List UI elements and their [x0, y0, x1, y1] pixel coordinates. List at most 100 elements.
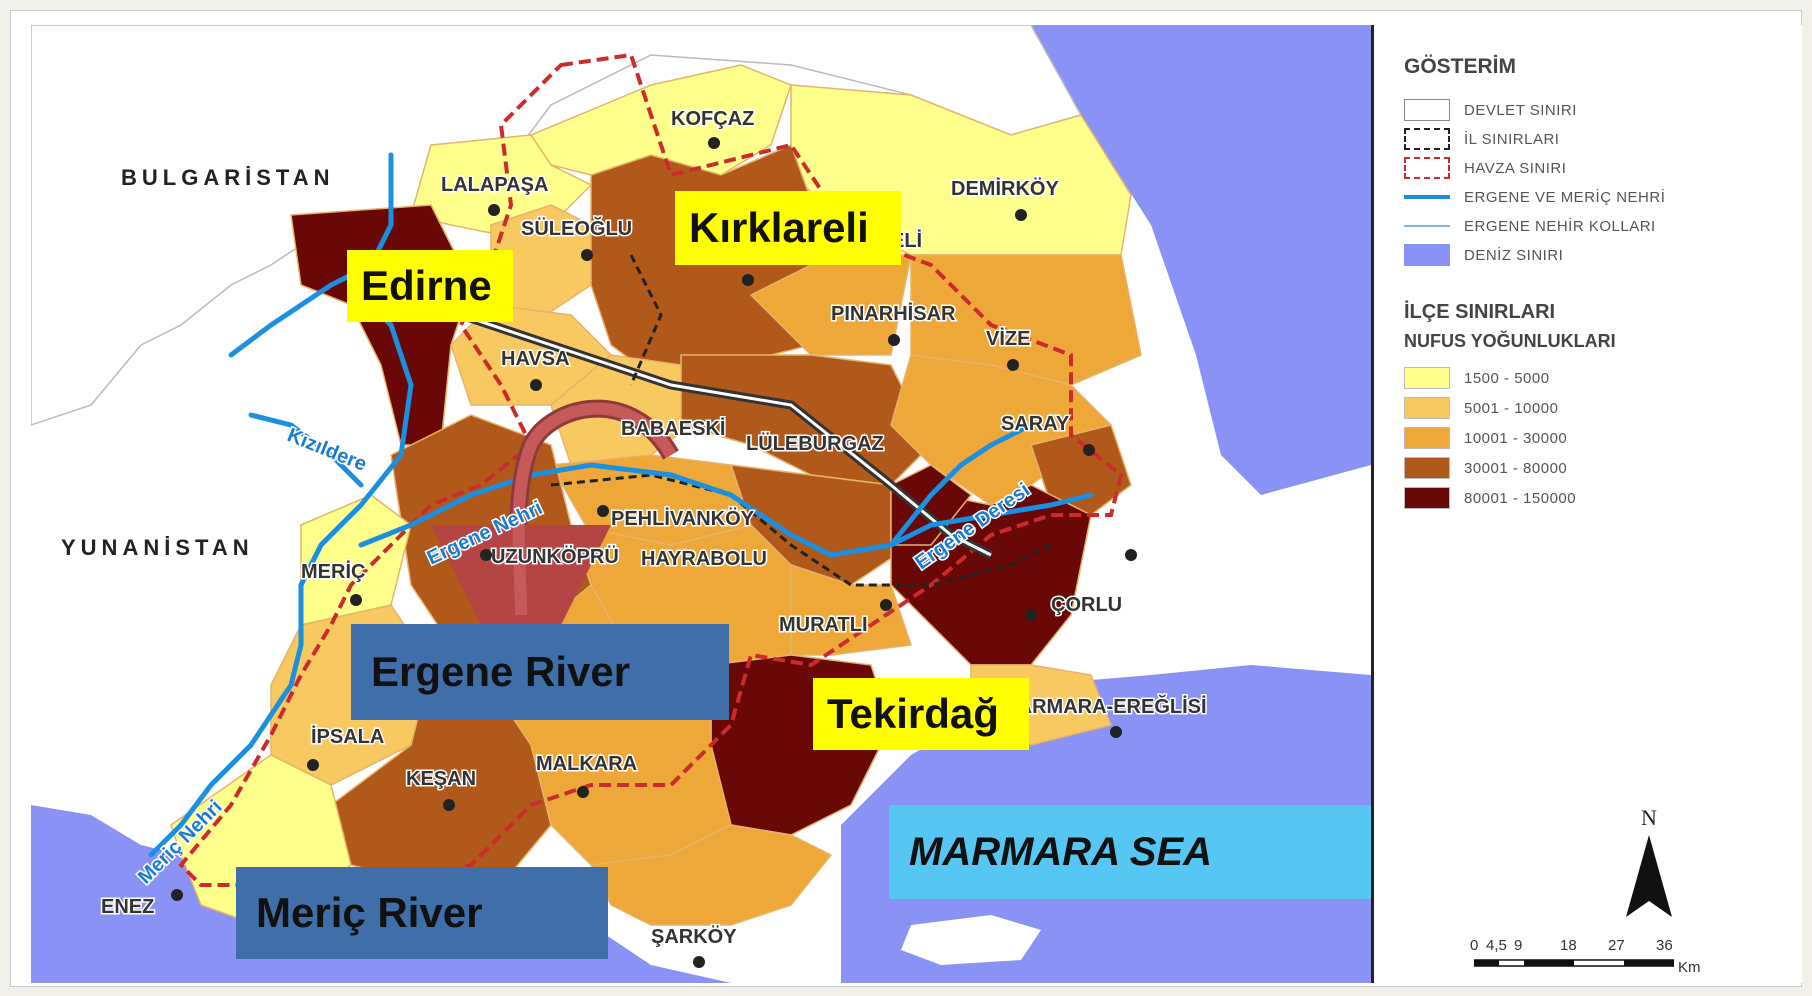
- town-dot: [888, 334, 900, 346]
- figure-frame: BULGARİSTAN YUNANİSTAN KOFÇAZ LALAPAŞA D…: [10, 10, 1802, 987]
- legend-item-state-border: DEVLET SINIRI: [1404, 99, 1577, 121]
- town-dot: [1015, 209, 1027, 221]
- callout-ergene-river: Ergene River: [351, 624, 729, 720]
- legend-label: 10001 - 30000: [1464, 429, 1568, 447]
- town-dot: [880, 599, 892, 611]
- legend-density-item: 80001 - 150000: [1404, 487, 1576, 509]
- ergene-arrow-fill: [512, 402, 677, 616]
- legend-panel: GÖSTERİM DEVLET SINIRI İL SINIRLARI HAVZ…: [1371, 25, 1802, 983]
- legend-density-swatch: [1404, 457, 1450, 479]
- label-babaeski: BABAESKİ: [621, 417, 725, 440]
- legend-symbol-tributary: [1404, 215, 1450, 237]
- callout-tekirdag: Tekirdağ: [813, 678, 1029, 750]
- legend-section-title-2: NUFUS YOĞUNLUKLARI: [1404, 331, 1616, 351]
- legend-title: GÖSTERİM: [1404, 55, 1517, 78]
- scale-tick: 27: [1608, 937, 1625, 954]
- black-sea: [1031, 25, 1371, 495]
- label-havsa: HAVSA: [501, 348, 570, 370]
- district-sarkoy: [589, 824, 833, 926]
- town-dot: [530, 379, 542, 391]
- label-kesan: KEŞAN: [406, 768, 476, 790]
- kizildere-line: [248, 412, 364, 488]
- district-kofcaz: [529, 64, 792, 176]
- legend-density-item: 5001 - 10000: [1404, 397, 1558, 419]
- legend-item-basin-border: HAVZA SINIRI: [1404, 157, 1566, 179]
- label-corlu: ÇORLU: [1051, 594, 1122, 616]
- label-pehlivankoy: PEHLİVANKÖY: [611, 507, 755, 530]
- label-ipsala: İPSALA: [311, 725, 384, 748]
- map-panel: BULGARİSTAN YUNANİSTAN KOFÇAZ LALAPAŞA D…: [31, 25, 1377, 983]
- legend-symbol-province-border: [1404, 128, 1450, 150]
- legend-item-sea: DENİZ SINIRI: [1404, 244, 1563, 266]
- district-labels: KOFÇAZ LALAPAŞA DEMİRKÖY SÜLEOĞLU ELİ PI…: [100, 107, 1208, 968]
- label-luleburgaz: LÜLEBURGAZ: [746, 432, 884, 455]
- scale-tick: 36: [1656, 937, 1673, 954]
- town-dot: [693, 956, 705, 968]
- legend-symbol-basin-border: [1404, 157, 1450, 179]
- country-label-greece: YUNANİSTAN: [61, 535, 254, 560]
- scale-tick: 18: [1560, 937, 1577, 954]
- legend-density-item: 30001 - 80000: [1404, 457, 1567, 479]
- basin-border: [178, 52, 1124, 888]
- legend-item-province-border: İL SINIRLARI: [1404, 128, 1559, 150]
- label-malkara: MALKARA: [536, 753, 637, 775]
- legend-density-swatch: [1404, 397, 1450, 419]
- scale-tick: 0: [1470, 937, 1479, 954]
- legend-label: 1500 - 5000: [1464, 369, 1550, 387]
- town-dot: [1007, 359, 1019, 371]
- town-dot: [171, 889, 183, 901]
- rivers: [148, 152, 1094, 858]
- legend-label: 5001 - 10000: [1464, 399, 1559, 417]
- scale-tick: 9: [1514, 937, 1523, 954]
- legend-label: HAVZA SINIRI: [1464, 159, 1567, 177]
- legend-label: DEVLET SINIRI: [1464, 101, 1577, 119]
- town-dot: [1025, 609, 1037, 621]
- legend-density-swatch: [1404, 367, 1450, 389]
- label-demirkoy: DEMİRKÖY: [951, 177, 1059, 200]
- callout-edirne: Edirne: [347, 250, 513, 322]
- legend-item-tributary: ERGENE NEHİR KOLLARI: [1404, 215, 1656, 237]
- town-dot: [480, 549, 492, 561]
- legend-label: 80001 - 150000: [1464, 489, 1577, 507]
- label-saray: SARAY: [1001, 413, 1070, 435]
- scale-unit: Km: [1678, 959, 1701, 976]
- legend-label: 30001 - 80000: [1464, 459, 1568, 477]
- ergene-river-line: [358, 422, 1034, 558]
- legend-density-item: 1500 - 5000: [1404, 367, 1550, 389]
- town-dot: [1125, 549, 1137, 561]
- label-marmaraereglisi: MARMARA-EREĞLİSİ: [1001, 694, 1207, 718]
- town-dot: [577, 786, 589, 798]
- scale-tick: 4,5: [1486, 937, 1507, 954]
- label-hayrabolu: HAYRABOLU: [641, 548, 767, 570]
- legend-symbol-main-river: [1404, 186, 1450, 208]
- legend-label: ERGENE VE MERİÇ NEHRİ: [1464, 188, 1666, 206]
- label-lalapasa: LALAPAŞA: [441, 174, 548, 196]
- legend-label: ERGENE NEHİR KOLLARI: [1464, 217, 1656, 235]
- town-dot: [597, 505, 609, 517]
- legend-symbol-sea: [1404, 244, 1450, 266]
- marmara-island: [901, 915, 1041, 965]
- town-dot: [350, 594, 362, 606]
- district-luleburgaz-south: [729, 464, 912, 586]
- label-sarkoy: ŞARKÖY: [651, 925, 737, 948]
- town-dot: [581, 249, 593, 261]
- legend-item-main-river: ERGENE VE MERİÇ NEHRİ: [1404, 186, 1665, 208]
- label-uzunkopru: UZUNKÖPRÜ: [491, 545, 619, 568]
- town-dot: [1110, 726, 1122, 738]
- label-muratli: MURATLI: [779, 614, 868, 636]
- town-dot: [443, 799, 455, 811]
- label-kofcaz: KOFÇAZ: [671, 108, 754, 130]
- province-border-2: [550, 254, 1052, 587]
- label-pinarhisar: PINARHİSAR: [831, 302, 956, 325]
- legend-density-swatch: [1404, 427, 1450, 449]
- town-dot: [742, 274, 754, 286]
- ergene-deresi-line: [888, 492, 1094, 548]
- town-dot: [1083, 444, 1095, 456]
- legend-section-title-1: İLÇE SINIRLARI: [1404, 301, 1556, 323]
- label-vize: VİZE: [986, 327, 1030, 350]
- callout-meric-river: Meriç River: [236, 867, 608, 959]
- label-suleoglu: SÜLEOĞLU: [521, 216, 632, 240]
- scale-bar-graphic: [1474, 959, 1674, 967]
- legend-density-item: 10001 - 30000: [1404, 427, 1567, 449]
- callout-marmara-sea: MARMARA SEA: [889, 805, 1377, 899]
